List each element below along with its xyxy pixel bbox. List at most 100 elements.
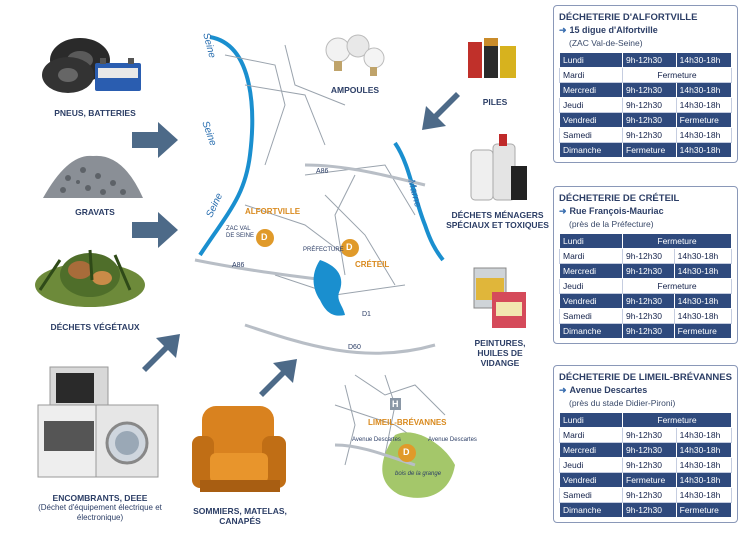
schedule-morning: 9h-12h30 [622,127,677,143]
arrow-vegetaux [142,334,180,372]
schedule-day: Vendredi [559,293,623,309]
paint-oil-picture [473,267,526,328]
card-creteil: DÉCHETERIE DE CRÉTEIL ➜Rue François-Maur… [553,186,738,344]
schedule-day: Mercredi [559,263,623,279]
card-address: ➜15 digue d'Alfortville [559,25,658,35]
schedule-afternoon: 14h30-18h [675,97,733,113]
schedule-closed: Fermeture [622,67,732,83]
label-ampoules: AMPOULES [330,85,380,95]
label-dechets-menagers: DÉCHETS MÉNAGERS SPÉCIAUX ET TOXIQUES [446,210,549,230]
schedule-day: Mardi [559,248,623,264]
schedule-morning: 9h-12h30 [622,248,675,264]
schedule-day: Mercredi [559,442,623,458]
schedule-day: Mardi [559,427,623,443]
schedule-afternoon: 14h30-18h [675,487,733,503]
map-hospital-marker: H [392,399,399,409]
card-address: ➜Rue François-Mauriac [559,206,664,216]
arrow-piles [422,92,460,130]
label-sommiers: SOMMIERS, MATELAS, CANAPÉS [193,506,287,526]
schedule-afternoon: 14h30-18h [675,442,733,458]
schedule-day: Jeudi [559,278,623,294]
schedule-afternoon: 14h30-18h [673,308,733,324]
card-alfortville: DÉCHETERIE D'ALFORTVILLE ➜15 digue d'Alf… [553,5,738,163]
map-d-marker-limeil: D [403,447,410,457]
map-zac-label: ZAC VAL DE SEINE [226,226,255,239]
schedule-morning: Fermeture [622,142,677,158]
schedule-afternoon: Fermeture [675,502,733,518]
card-title: DÉCHETERIE DE CRÉTEIL [559,193,680,204]
tires-battery-picture [42,38,141,93]
map-avenue-label-1: Avenue Descartes [352,437,401,443]
label-dechets-vegetaux: DÉCHETS VÉGÉTAUX [50,322,140,332]
label-piles: PILES [482,97,508,107]
map-prefecture-label: PRÉFECTURE [303,247,344,253]
schedule-afternoon: 14h30-18h [675,427,733,443]
schedule-morning: 9h-12h30 [622,263,675,279]
map-bois-label: bois de la grange [395,471,442,477]
schedule-day: Mercredi [559,82,623,98]
map-alfortville-label: ALFORTVILLE [245,207,301,216]
label-peintures: PEINTURES, HUILES DE VIDANGE [474,338,526,368]
arrow-right-icon: ➜ [559,25,567,35]
schedule-afternoon: 14h30-18h [675,127,733,143]
batteries-picture [468,38,516,78]
schedule-day: Samedi [559,308,623,324]
schedule-day: Dimanche [559,323,623,339]
card-title: DÉCHETERIE D'ALFORTVILLE [559,12,698,23]
green-waste-picture [35,249,145,307]
schedule-morning: Fermeture [622,472,677,488]
card-note: (près du stade Didier-Pironi) [569,398,676,408]
encombrants-title: ENCOMBRANTS, DEEE [52,493,148,503]
map-creteil-label: CRÉTEIL [355,260,390,269]
appliances-picture [37,366,159,478]
map-limeil-label: LIMEIL-BRÉVANNES [368,418,447,427]
encombrants-subtitle: (Déchet d'équipement électrique et élect… [38,503,162,522]
schedule-afternoon: 14h30-18h [675,52,733,68]
schedule-morning: 9h-12h30 [622,112,677,128]
schedule-morning: 9h-12h30 [622,502,677,518]
lightbulbs-picture [325,34,385,76]
schedule-morning: 9h-12h30 [622,487,677,503]
toxic-waste-picture [470,134,527,201]
schedule-day: Lundi [559,52,623,68]
schedule-day: Lundi [559,412,623,428]
map-avenue-label-2: Avenue Descartes [428,437,477,443]
schedule-day: Dimanche [559,142,623,158]
schedule-day: Dimanche [559,502,623,518]
schedule-closed: Fermeture [622,278,732,294]
map-d-marker-creteil: D [346,242,353,252]
map-d60-label: D60 [348,344,361,351]
schedule-day: Vendredi [559,472,623,488]
map-d1-label: D1 [362,311,371,318]
schedule-morning: 9h-12h30 [622,427,677,443]
card-limeil: DÉCHETERIE DE LIMEIL-BRÉVANNES ➜Avenue D… [553,365,738,523]
schedule-afternoon: 14h30-18h [675,472,733,488]
schedule-afternoon: 14h30-18h [675,457,733,473]
arrow-sommiers [259,359,297,397]
schedule-afternoon: Fermeture [673,323,733,339]
schedule-morning: 9h-12h30 [622,457,677,473]
schedule-day: Mardi [559,67,623,83]
schedule-afternoon: 14h30-18h [673,293,733,309]
schedule-morning: 9h-12h30 [622,323,675,339]
